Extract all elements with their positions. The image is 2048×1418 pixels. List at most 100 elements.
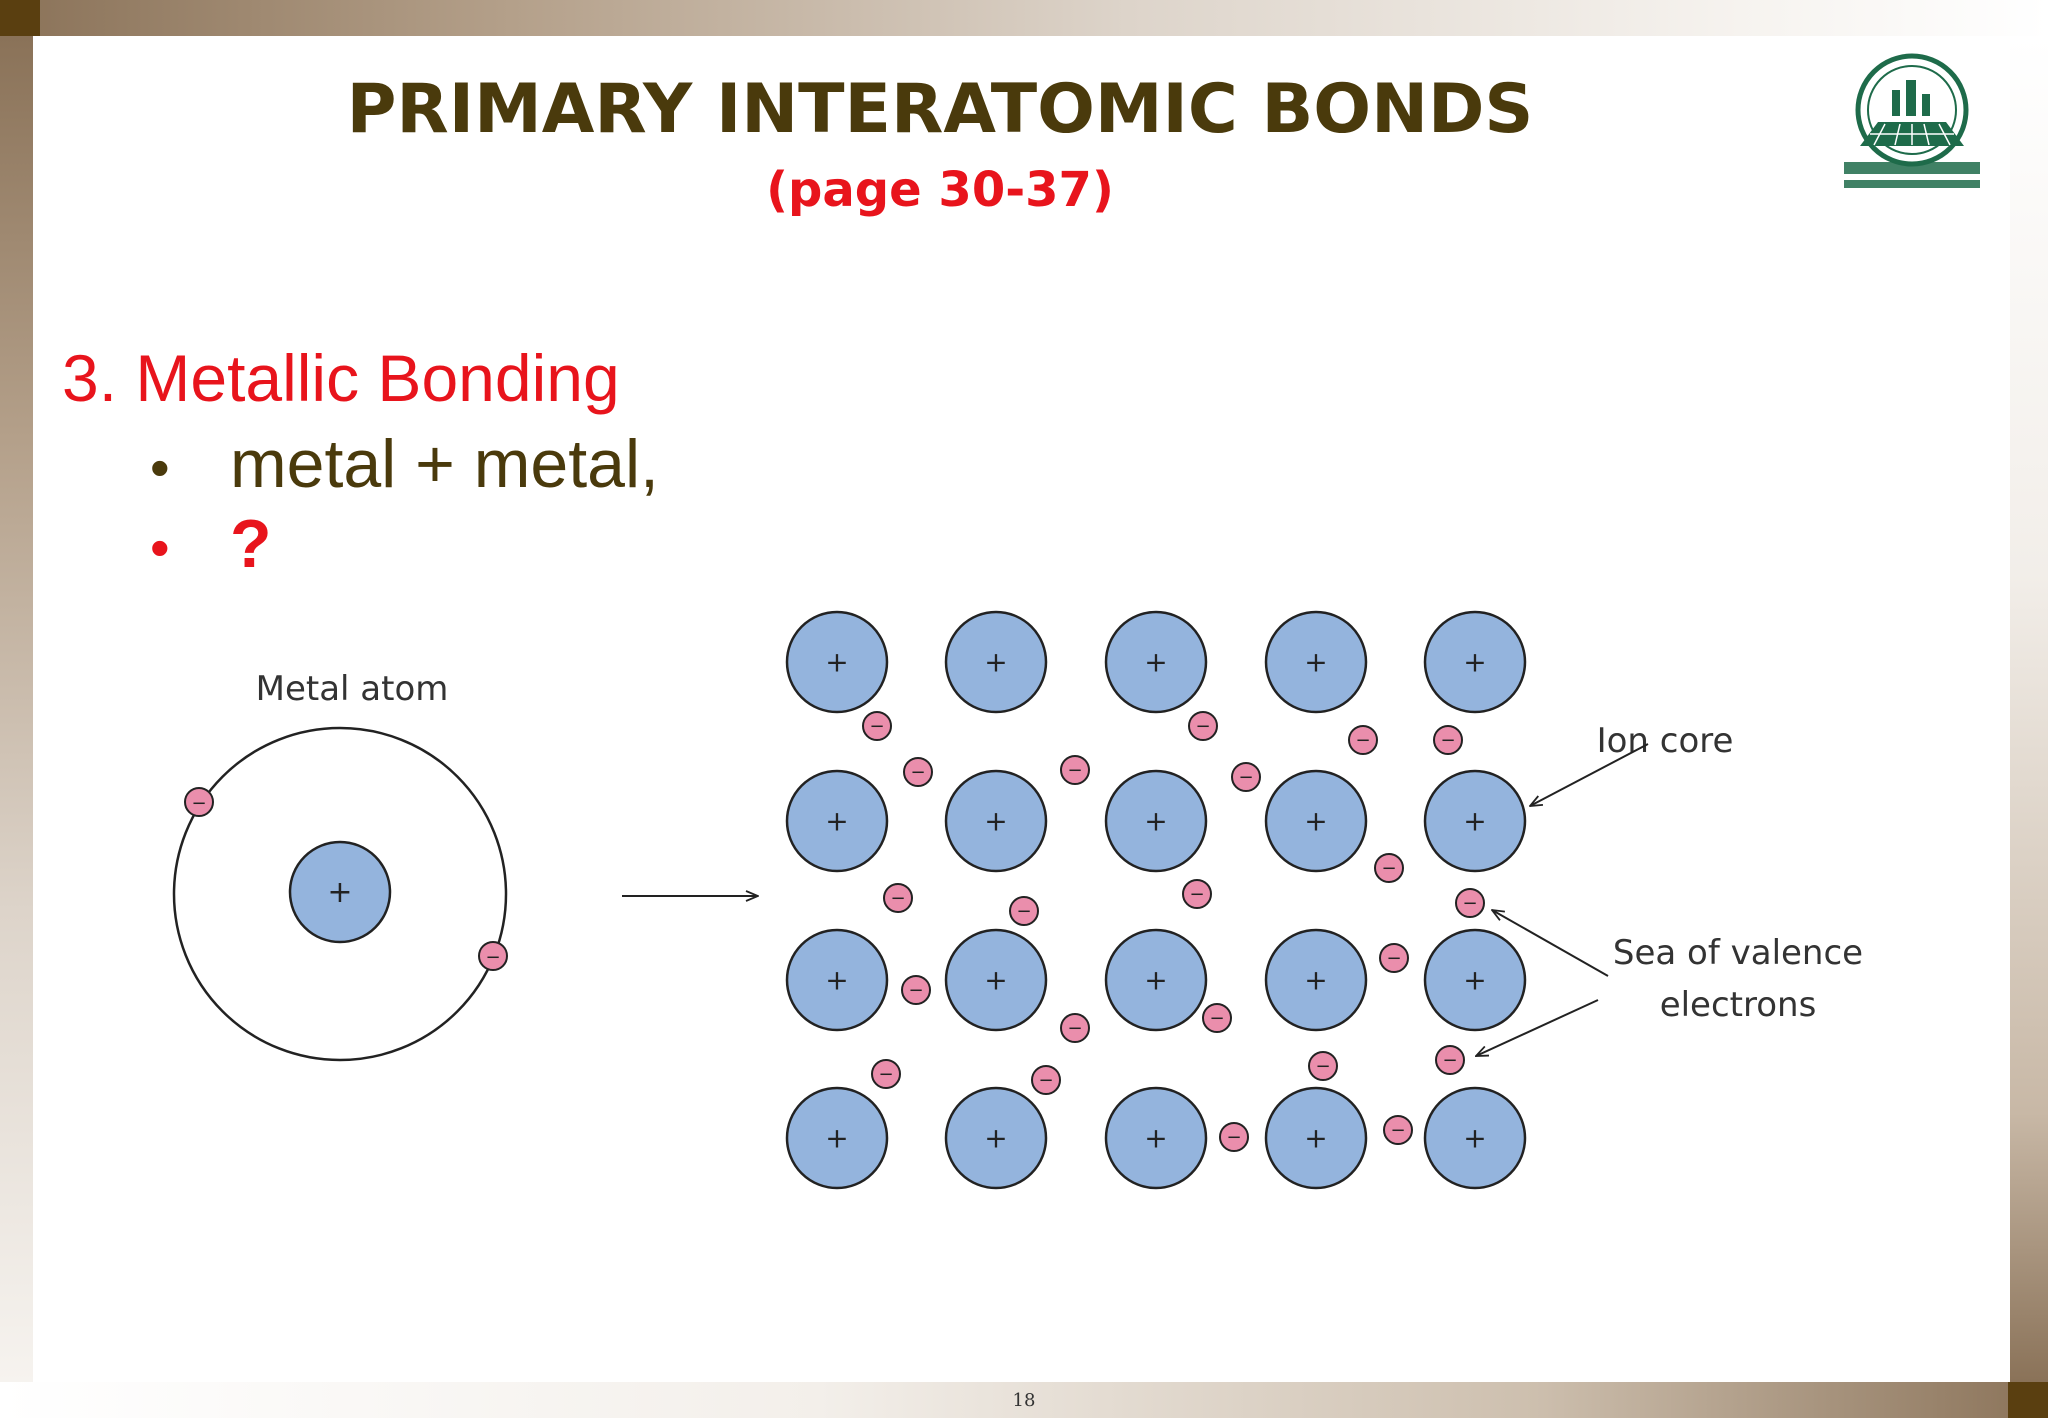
valence-electron: −	[1182, 879, 1212, 909]
section-heading: 3. Metallic Bonding	[62, 341, 620, 415]
ion-core: +	[1104, 769, 1208, 873]
ion-core: +	[1423, 769, 1527, 873]
metal-atom-label: Metal atom	[256, 669, 449, 709]
plus-sign: +	[1304, 805, 1327, 838]
atom-nucleus: +	[288, 840, 392, 944]
valence-electron: −	[1308, 1051, 1338, 1081]
sea-label-line1: Sea of valence	[1613, 933, 1863, 973]
valence-electron: −	[1379, 943, 1409, 973]
ion-core: +	[1264, 928, 1368, 1032]
minus-sign: −	[1189, 884, 1204, 905]
plus-sign: +	[1144, 805, 1167, 838]
valence-electron: −	[1219, 1122, 1249, 1152]
minus-sign: −	[191, 793, 206, 814]
plus-sign: +	[327, 875, 352, 910]
plus-sign: +	[1144, 964, 1167, 997]
valence-electron: −	[1231, 762, 1261, 792]
ion-core: +	[944, 610, 1048, 714]
left-border	[0, 36, 33, 1382]
minus-sign: −	[908, 980, 923, 1001]
minus-sign: −	[1355, 730, 1370, 751]
plus-sign: +	[1463, 646, 1486, 679]
plus-sign: +	[984, 805, 1007, 838]
plus-sign: +	[825, 1122, 848, 1155]
ion-core: +	[785, 769, 889, 873]
ion-core: +	[1423, 610, 1527, 714]
right-border	[2010, 36, 2048, 1382]
valence-electron: −	[1060, 755, 1090, 785]
sea-label-line2: electrons	[1660, 985, 1817, 1025]
ion-core: +	[1104, 1086, 1208, 1190]
valence-electron: −	[1348, 725, 1378, 755]
minus-sign: −	[1442, 1050, 1457, 1071]
plus-sign: +	[1304, 964, 1327, 997]
minus-sign: −	[890, 888, 905, 909]
minus-sign: −	[1315, 1056, 1330, 1077]
valence-electron: −	[903, 757, 933, 787]
minus-sign: −	[485, 947, 500, 968]
plus-sign: +	[1304, 646, 1327, 679]
ion-core: +	[1264, 1086, 1368, 1190]
orbit-electron: −	[478, 941, 508, 971]
valence-electron: −	[862, 711, 892, 741]
valence-electron: −	[883, 883, 913, 913]
ion-core: +	[785, 1086, 889, 1190]
plus-sign: +	[984, 646, 1007, 679]
plus-sign: +	[984, 964, 1007, 997]
bullet-item: •?	[150, 505, 272, 583]
ion-core: +	[785, 610, 889, 714]
bottom-right-corner-block	[2008, 1382, 2048, 1418]
jubail-industrial-college-logo	[1844, 53, 1980, 188]
plus-sign: +	[1463, 964, 1486, 997]
bullet-item: • metal + metal,	[150, 425, 659, 503]
valence-electron: −	[1455, 888, 1485, 918]
minus-sign: −	[1440, 730, 1455, 751]
valence-electron: −	[1009, 896, 1039, 926]
minus-sign: −	[1390, 1120, 1405, 1141]
bullet-dot: •	[150, 436, 170, 499]
page-number: 18	[1012, 1390, 1036, 1411]
valence-electron: −	[1374, 853, 1404, 883]
ion-core: +	[1104, 928, 1208, 1032]
valence-electron: −	[1435, 1045, 1465, 1075]
minus-sign: −	[1016, 901, 1031, 922]
valence-electron: −	[1188, 711, 1218, 741]
minus-sign: −	[869, 716, 884, 737]
ion-core: +	[944, 928, 1048, 1032]
metallic-bonding-diagram: Metal atom + − − ++++++++++++++++++++ −−…	[172, 610, 1863, 1190]
valence-electron: −	[901, 975, 931, 1005]
plus-sign: +	[825, 964, 848, 997]
slide-title: PRIMARY INTERATOMIC BONDS	[346, 70, 1534, 149]
ion-core: +	[1264, 769, 1368, 873]
top-border	[0, 0, 2048, 36]
ion-core-label: Ion core	[1597, 721, 1734, 761]
valence-electron: −	[1031, 1065, 1061, 1095]
valence-electron: −	[1383, 1115, 1413, 1145]
valence-electron: −	[1433, 725, 1463, 755]
plus-sign: +	[1463, 1122, 1486, 1155]
minus-sign: −	[1209, 1008, 1224, 1029]
orbit-electron: −	[184, 787, 214, 817]
plus-sign: +	[825, 805, 848, 838]
valence-electron: −	[871, 1059, 901, 1089]
minus-sign: −	[1067, 760, 1082, 781]
minus-sign: −	[878, 1064, 893, 1085]
valence-electron: −	[1060, 1013, 1090, 1043]
sea-pointer-arrow-lower	[1476, 999, 1599, 1056]
plus-sign: +	[984, 1122, 1007, 1155]
ion-core: +	[944, 1086, 1048, 1190]
slide-subtitle: (page 30-37)	[766, 162, 1114, 218]
valence-electron: −	[1202, 1003, 1232, 1033]
ion-core: +	[1104, 610, 1208, 714]
bullet-text: ?	[230, 506, 272, 582]
top-left-corner-block	[0, 0, 40, 36]
bottom-border	[0, 1382, 2048, 1418]
ion-core: +	[944, 769, 1048, 873]
plus-sign: +	[1144, 1122, 1167, 1155]
ion-core: +	[1264, 610, 1368, 714]
minus-sign: −	[1381, 858, 1396, 879]
plus-sign: +	[1463, 805, 1486, 838]
electron-orbit	[172, 726, 508, 1062]
ion-core: +	[1423, 928, 1527, 1032]
bullet-text: metal + metal,	[230, 426, 659, 502]
